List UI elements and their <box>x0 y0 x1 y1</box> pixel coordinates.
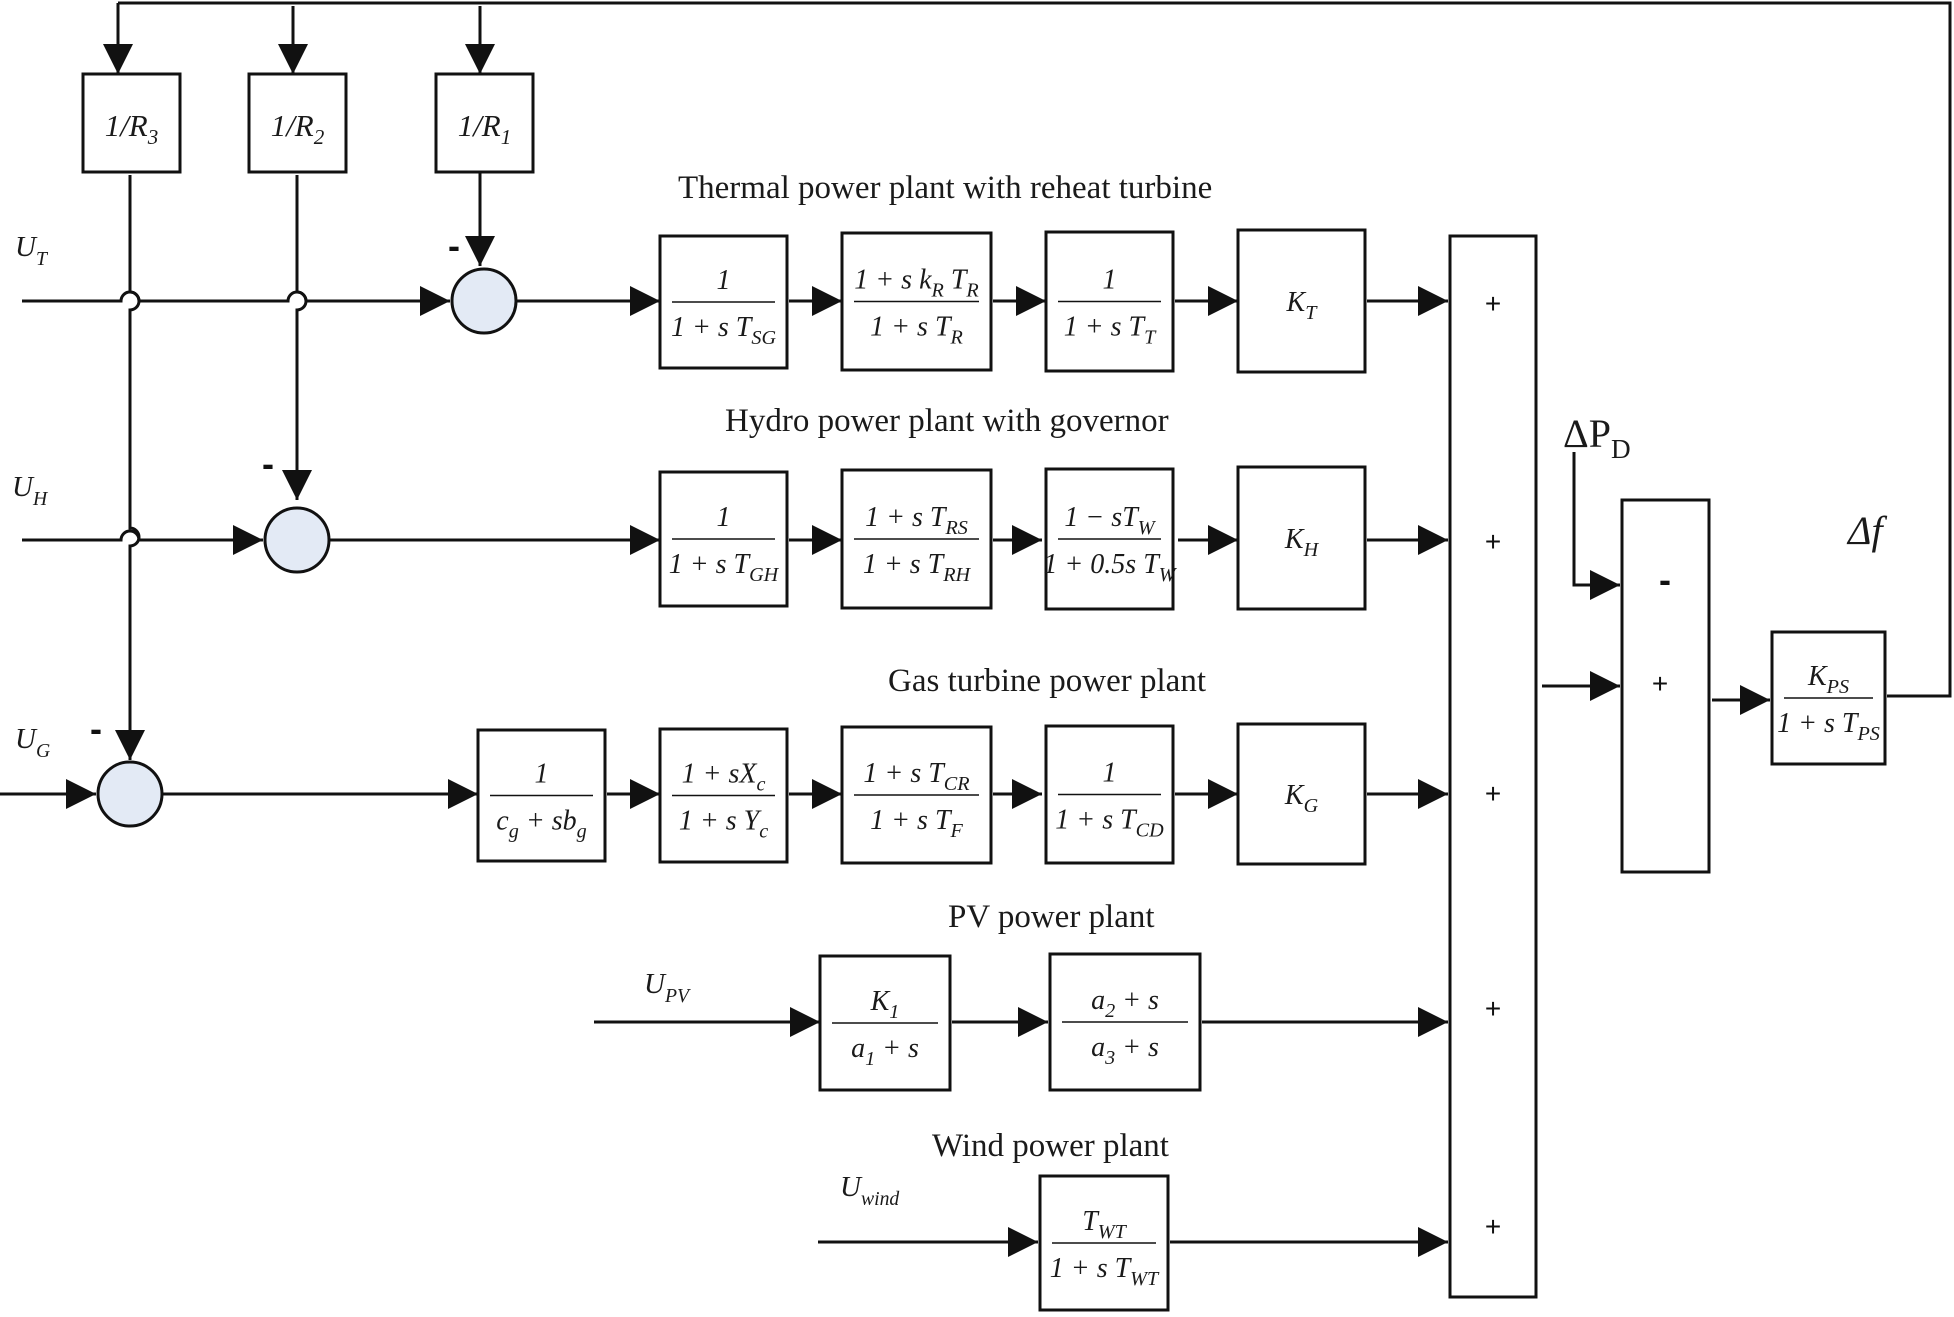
hydro-plant-title: Hydro power plant with governor <box>725 403 1169 439</box>
thermal-plant-title: Thermal power plant with reheat turbine <box>678 170 1212 206</box>
signal-lines <box>0 1 1952 1257</box>
pv-plus-sign: + <box>1485 993 1501 1024</box>
tf-block-t-gain: KT <box>1236 228 1367 374</box>
input-label-uwind: Uwind <box>840 1171 899 1210</box>
gas-plus-sign: + <box>1485 778 1501 809</box>
denominator-label: 1 + s TSG <box>671 312 776 349</box>
load-deviation-summing-block: - + <box>1620 498 1711 874</box>
generation-summing-block: + + + + + <box>1448 234 1538 1299</box>
denominator-label: 1 + s TR <box>870 312 963 349</box>
hydro-plus-sign: + <box>1485 526 1501 557</box>
gas-summing-junction <box>96 760 164 828</box>
denominator-label: a1 + s <box>851 1033 919 1070</box>
gas-plant-title: Gas turbine power plant <box>888 663 1206 699</box>
denominator-label: cg + sbg <box>496 806 586 843</box>
disturbance-label: ΔPD <box>1563 411 1631 464</box>
denominator-label: 1 + s TWT <box>1050 1253 1160 1290</box>
numerator-label: 1 + s TRS <box>865 502 968 539</box>
tf-block-g-cr: 1 + s TCR 1 + s TF <box>840 725 993 865</box>
denominator-label: 1 + s TT <box>1064 312 1157 349</box>
r3-to-gas-junction <box>115 175 145 760</box>
tf-block-g-xy: 1 + sXc 1 + s Yc <box>658 727 789 864</box>
svg-text:1/R1: 1/R1 <box>458 108 512 149</box>
numerator-label: 1 <box>717 265 731 296</box>
wind-plus-sign: + <box>1485 1211 1501 1242</box>
gas-minus-sign: - <box>90 708 102 749</box>
input-label-uh: UH <box>12 471 49 510</box>
tf-block-g-cd: 1 1 + s TCD <box>1044 724 1175 865</box>
numerator-label: 1 <box>1103 265 1117 296</box>
disturbance-minus-sign: - <box>1659 559 1671 600</box>
hydro-minus-sign: - <box>262 443 274 484</box>
tf-block-wind: TWT 1 + s TWT <box>1038 1174 1170 1312</box>
block-frame <box>1236 465 1367 611</box>
denominator-label: 1 + s TCD <box>1055 805 1164 842</box>
tf-block-h-rs: 1 + s TRS 1 + s TRH <box>840 468 993 610</box>
denominator-label: 1 + s TF <box>870 805 963 842</box>
r2-to-hydro-junction <box>282 175 312 500</box>
generation-plus-sign: + <box>1652 668 1668 699</box>
numerator-label: 1 − sTW <box>1064 502 1156 539</box>
feedback-gain-r2: 1/R2 <box>247 72 348 174</box>
numerator-label: 1 <box>1103 758 1117 789</box>
feedback-gain-r3: 1/R3 <box>81 72 182 174</box>
denominator-label: 1 + s TRH <box>863 549 972 586</box>
pv-plant-title: PV power plant <box>948 899 1155 935</box>
tf-block-g-gain: KG <box>1236 722 1367 866</box>
tf-block-ps: KPS 1 + s TPS <box>1770 630 1887 766</box>
input-label-upv: UPV <box>644 968 691 1007</box>
feedback-gain-r1: 1/R1 <box>434 72 535 174</box>
tf-block-h-pen: 1 − sTW 1 + 0.5s TW <box>1043 467 1178 611</box>
denominator-label: 1 + s Yc <box>679 806 768 843</box>
numerator-label: a2 + s <box>1091 985 1159 1022</box>
numerator-label: 1 + sXc <box>682 759 766 796</box>
numerator-label: 1 + s TCR <box>863 758 969 795</box>
numerator-label: 1 <box>535 759 549 790</box>
denominator-label: 1 + 0.5s TW <box>1043 549 1177 586</box>
transfer-function-blocks: 1 1 + s TSG 1 + s kR TR 1 + s TR 1 1 + s TT KT… <box>476 228 1887 1312</box>
thermal-minus-sign: - <box>448 225 460 266</box>
input-label-ug: UG <box>15 723 50 762</box>
numerator-label: KG <box>1284 780 1319 817</box>
wind-plant-title: Wind power plant <box>932 1128 1169 1164</box>
tf-block-pv2: a2 + s a3 + s <box>1048 952 1202 1092</box>
input-label-ut: UT <box>15 231 49 270</box>
numerator-label: KPS <box>1807 661 1849 698</box>
svg-text:1/R3: 1/R3 <box>105 108 159 149</box>
tf-block-h-gov: 1 1 + s TGH <box>658 470 789 608</box>
frequency-deviation-label: Δf <box>1846 508 1887 553</box>
tf-block-t-tur: 1 1 + s TT <box>1044 230 1175 373</box>
block-frame <box>1236 228 1367 374</box>
uh-input-line <box>22 525 263 555</box>
tf-block-pv1: K1 a1 + s <box>818 954 952 1092</box>
ut-input-line <box>22 286 450 316</box>
thermal-summing-junction <box>450 267 518 335</box>
tf-block-g-vp: 1 cg + sbg <box>476 728 607 863</box>
hydro-summing-junction <box>263 506 331 574</box>
frequency-feedback-line <box>118 1 1952 698</box>
svg-text:1/R2: 1/R2 <box>271 108 325 149</box>
numerator-label: 1 + s kR TR <box>854 265 978 302</box>
denominator-label: 1 + s TGH <box>669 549 780 586</box>
numerator-label: K1 <box>870 986 900 1023</box>
numerator-label: TWT <box>1082 1206 1127 1243</box>
tf-block-t-gov: 1 1 + s TSG <box>658 234 789 370</box>
block-frame <box>1236 722 1367 866</box>
tf-block-t-rh: 1 + s kR TR 1 + s TR <box>840 231 993 372</box>
tf-block-h-gain: KH <box>1236 465 1367 611</box>
thermal-plus-sign: + <box>1485 288 1501 319</box>
numerator-label: KH <box>1284 524 1320 561</box>
disturbance-line <box>1572 452 1620 600</box>
numerator-label: 1 <box>717 502 731 533</box>
denominator-label: 1 + s TPS <box>1777 708 1880 745</box>
denominator-label: a3 + s <box>1091 1032 1159 1069</box>
numerator-label: KT <box>1286 287 1319 324</box>
